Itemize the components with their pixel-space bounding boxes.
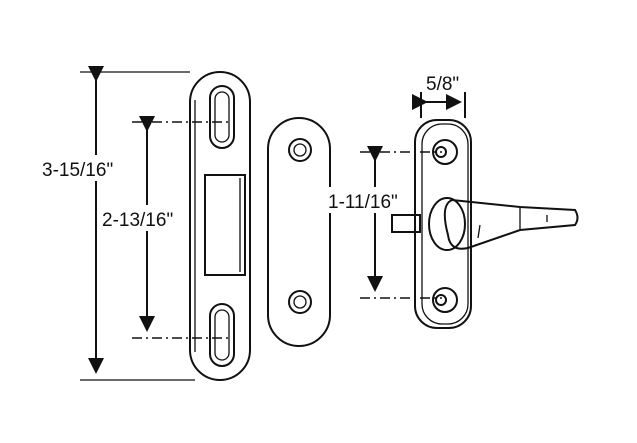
slot-spacing-label: 2-13/16": [102, 210, 173, 231]
plate-width-label: 5/8": [426, 74, 459, 95]
hole-spacing-dimension: 1-11/16": [326, 146, 442, 299]
hole-spacing-label: 1-11/16": [328, 192, 398, 213]
plate-width-dimension: 5/8": [412, 74, 466, 118]
strike-plate: [189, 71, 251, 381]
slot-spacing-dimension: 2-13/16": [100, 116, 228, 339]
handle-assembly: [391, 119, 579, 329]
backing-plate: [267, 117, 331, 347]
overall-length-dimension: 3-15/16": [40, 66, 195, 381]
overall-length-label: 3-15/16": [42, 160, 113, 181]
